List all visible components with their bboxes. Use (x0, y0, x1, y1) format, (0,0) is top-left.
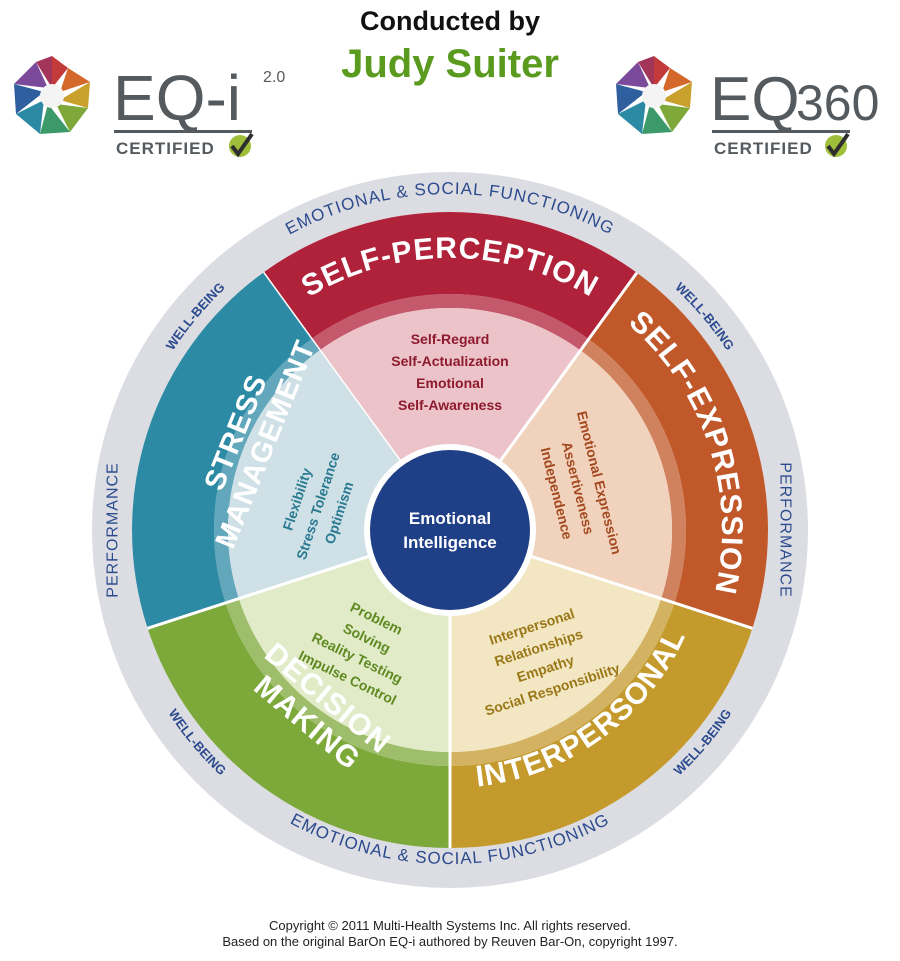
segment-interpersonal (450, 602, 753, 848)
segment-self-expression-inner (497, 350, 672, 599)
logo-left-badge: CERTIFIED (116, 139, 215, 158)
copyright-line-1: Copyright © 2011 Multi-Health Systems In… (269, 918, 631, 933)
segment-self-expression (588, 272, 768, 629)
segment-stress-management (132, 272, 312, 629)
logo-right-badge: CERTIFIED (714, 139, 813, 158)
conducted-by-label: Conducted by (360, 6, 540, 36)
logo-right-name-360: 360 (796, 75, 879, 131)
segment-stress-management-inner (227, 350, 403, 599)
copyright-line-2: Based on the original BarOn EQ-i authore… (222, 934, 678, 949)
subscales-self-perception: Self-Regard (411, 331, 490, 347)
ring-label-performance-left: PERFORMANCE (105, 462, 122, 597)
checkmark-icon (229, 132, 254, 158)
logo-right-name-eq: EQ (710, 65, 800, 134)
center-circle (370, 450, 530, 610)
subscales-self-perception: Emotional (416, 375, 484, 391)
rosette-icon (14, 56, 90, 134)
logo-left-name: EQ-i (113, 62, 241, 134)
subscales-self-perception: Self-Actualization (391, 353, 508, 369)
segment-self-perception (263, 212, 637, 340)
segment-self-perception-inner (319, 308, 581, 466)
ring-label-performance-right: PERFORMANCE (776, 462, 793, 597)
presenter-name: Judy Suiter (341, 42, 559, 86)
segment-decision-making-inner (238, 554, 450, 752)
checkmark-icon (825, 132, 850, 158)
segment-interpersonal-inner (450, 554, 662, 752)
subscales-self-perception: Self-Awareness (398, 397, 502, 413)
eqi-certified-logo: EQ-i 2.0 CERTIFIED (14, 56, 285, 158)
center-label: Emotional (409, 509, 491, 528)
copyright-notice: Copyright © 2011 Multi-Health Systems In… (0, 918, 900, 950)
eq360-certified-logo: EQ 360 CERTIFIED (616, 56, 879, 158)
logo-left-version: 2.0 (263, 69, 285, 86)
segment-decision-making (147, 602, 450, 848)
eq-model-wheel: EMOTIONAL & SOCIAL FUNCTIONINGEMOTIONAL … (92, 172, 808, 888)
rosette-icon (616, 56, 692, 134)
center-label: Intelligence (403, 533, 497, 552)
